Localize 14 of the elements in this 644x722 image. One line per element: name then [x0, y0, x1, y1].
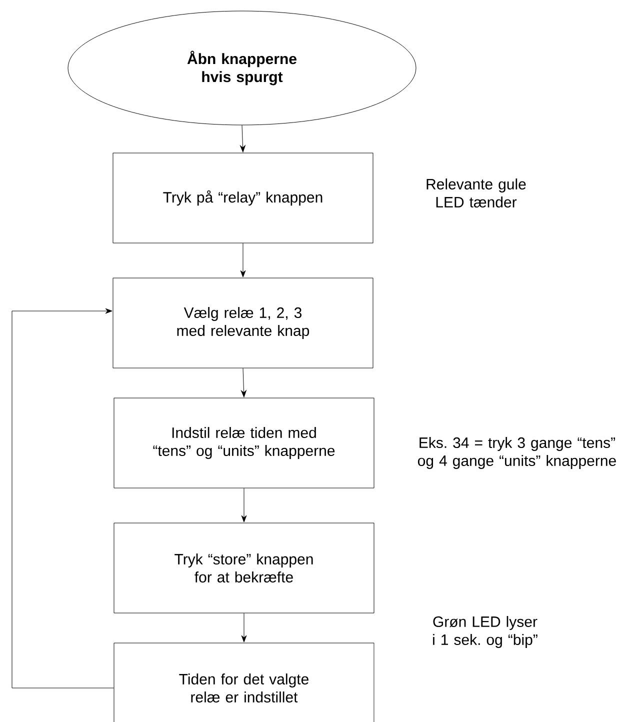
- arrow: [240, 125, 246, 152]
- arrow: [241, 368, 246, 398]
- arrow: [241, 613, 247, 642]
- arrow: [241, 488, 247, 522]
- note-text: Relevante gule LED tænder: [426, 178, 526, 208]
- process-box: Tiden for det valgte relæ er indstillet: [114, 642, 374, 722]
- process-box: Vælg relæ 1, 2, 3 med relevante knap: [112, 278, 374, 368]
- note-text: Eks. 34 = tryk 3 gange “tens” og 4 gange “units” knapperne: [418, 437, 616, 469]
- note-text: Grøn LED lyser i 1 sek. og “bip”: [433, 616, 538, 648]
- process-box: Tryk “store” knappen for at bekræfte: [114, 522, 374, 614]
- process-box: Tryk på “relay” knappen: [112, 152, 374, 244]
- arrow: [240, 243, 246, 278]
- arrow: [12, 308, 114, 688]
- process-box: Indstil relæ tiden med “tens” og “units” knapperne: [114, 398, 374, 488]
